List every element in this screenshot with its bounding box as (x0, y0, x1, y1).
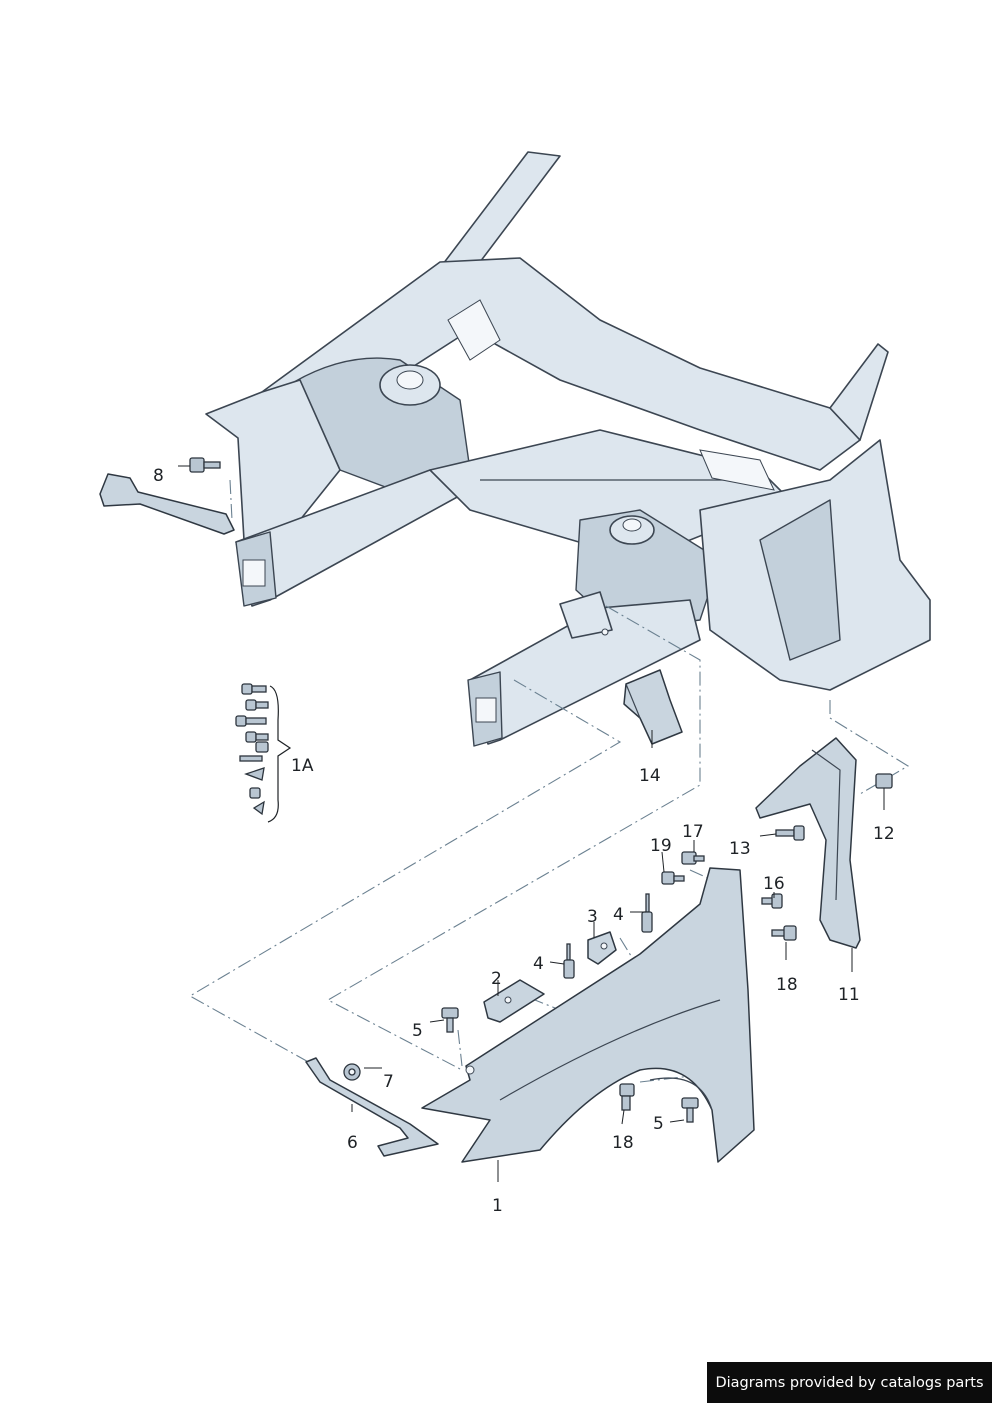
label-part-2: 2 (491, 969, 502, 989)
part-3-bracket (587, 931, 617, 965)
part-18-bolt-upper (771, 925, 797, 941)
leader-lines (178, 465, 885, 1182)
part-12-clip (875, 773, 893, 789)
label-part-17: 17 (682, 822, 704, 842)
label-part-6: 6 (347, 1133, 358, 1153)
label-part-4a: 4 (533, 954, 544, 974)
part-5-bolt-lower (681, 1097, 699, 1123)
part-13-screw (775, 825, 805, 841)
part-4-rivet-a (563, 943, 575, 979)
label-part-18-lower: 18 (612, 1133, 634, 1153)
part-8-bracket (99, 457, 235, 535)
part-5-bolt-upper (441, 1007, 459, 1033)
part-19-bolt (661, 871, 685, 885)
credit-banner: Diagrams provided by catalogs parts (707, 1362, 992, 1403)
label-part-12: 12 (873, 824, 895, 844)
label-part-5-lower: 5 (653, 1114, 664, 1134)
label-part-13: 13 (729, 839, 751, 859)
part-4-rivet-b (641, 893, 653, 933)
label-part-16: 16 (763, 874, 785, 894)
label-part-7: 7 (383, 1072, 394, 1092)
part-7-nut (343, 1063, 361, 1081)
part-6-bracket (305, 1057, 439, 1157)
part-18-bolt-lower (619, 1083, 635, 1111)
part-16-bolt (761, 893, 783, 909)
label-part-18-upper: 18 (776, 975, 798, 995)
part-1a-fastener-set (235, 683, 292, 823)
label-part-14: 14 (639, 766, 661, 786)
label-part-19: 19 (650, 836, 672, 856)
vehicle-front-structure (205, 151, 931, 747)
label-part-1a: 1A (291, 756, 314, 776)
part-17-bolt (681, 851, 705, 865)
label-part-1: 1 (492, 1196, 503, 1216)
part-14-filler-block (623, 669, 683, 745)
label-part-5-upper: 5 (412, 1021, 423, 1041)
label-part-8: 8 (153, 466, 164, 486)
part-number-labels: 8 1A 14 12 13 17 19 16 3 4 4 2 18 11 5 7… (153, 466, 895, 1216)
part-11-wheelhouse-liner (755, 737, 861, 949)
part-1-front-fender (421, 867, 755, 1163)
part-2-bracket (483, 979, 545, 1023)
part-8-bolt (189, 457, 221, 473)
label-part-3: 3 (587, 907, 598, 927)
label-part-4b: 4 (613, 905, 624, 925)
label-part-11: 11 (838, 985, 860, 1005)
